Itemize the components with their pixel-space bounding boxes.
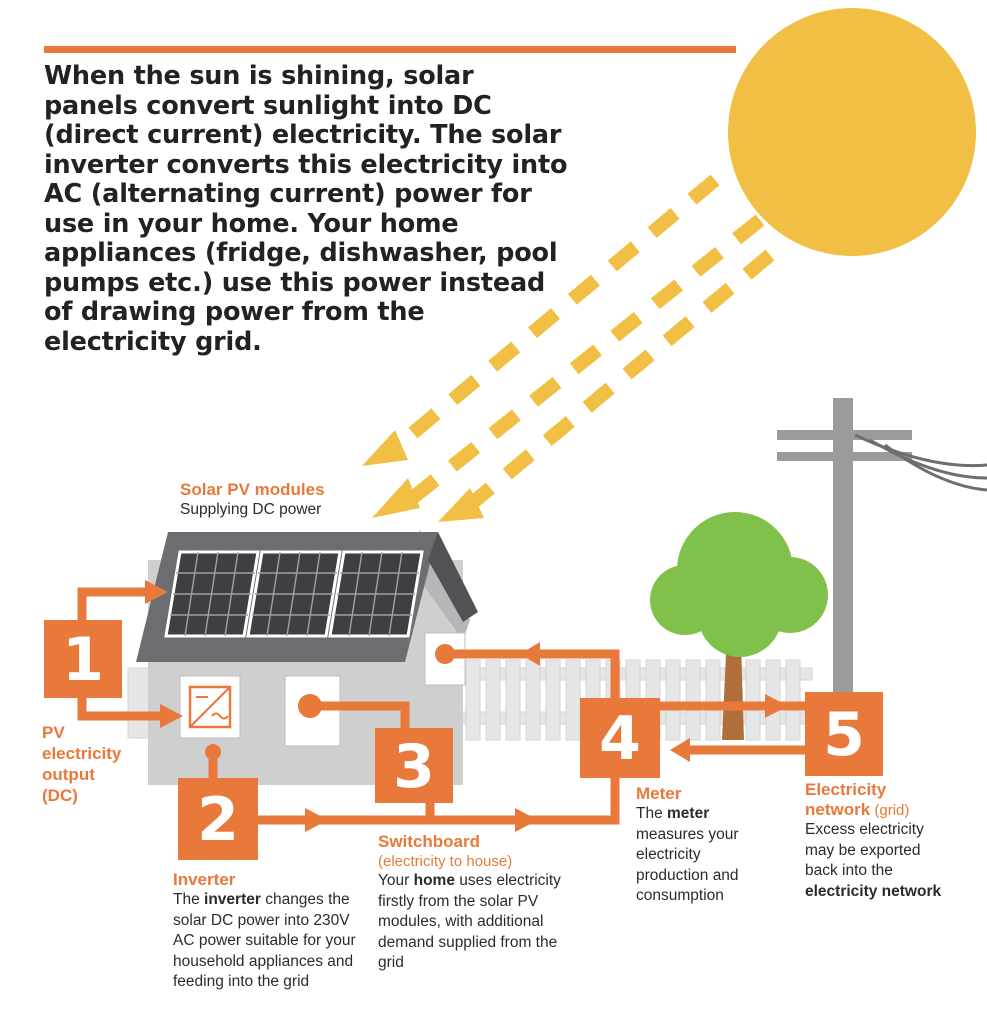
step-2-box: 2 xyxy=(178,778,258,860)
pv-output-line2: electricity xyxy=(42,744,122,763)
meter-title: Meter xyxy=(636,784,682,803)
solar-panel-grid xyxy=(170,551,419,637)
inverter-unit xyxy=(179,675,241,739)
pv-output-line3: output xyxy=(42,765,95,784)
pv-output-label: PV electricity output (DC) xyxy=(42,722,121,806)
inverter-node xyxy=(205,744,221,760)
solar-pv-label: Solar PV modules Supplying DC power xyxy=(180,480,325,521)
step-4-number: 4 xyxy=(599,704,641,774)
sun-icon xyxy=(728,8,976,256)
electricity-flow-lines xyxy=(77,587,820,825)
inverter-body: The inverter changes the solar DC power … xyxy=(173,891,356,990)
tree-icon xyxy=(650,512,828,740)
step-3-box: 3 xyxy=(375,728,453,803)
switchboard-subtitle: (electricity to house) xyxy=(378,853,513,870)
step-1-number: 1 xyxy=(62,625,104,695)
step-2-number: 2 xyxy=(197,785,239,855)
flow-arrowheads xyxy=(145,580,788,832)
pv-output-line1: PV xyxy=(42,723,65,742)
top-divider xyxy=(44,46,736,53)
step-4-box: 4 xyxy=(580,698,660,778)
meter-body: The meter measures your electricity prod… xyxy=(636,805,739,904)
step-3-number: 3 xyxy=(393,732,435,802)
network-title: Electricity network (grid) xyxy=(805,780,910,819)
solar-pv-body: Supplying DC power xyxy=(180,501,322,518)
switchboard-node xyxy=(298,694,322,718)
pv-output-line4: (DC) xyxy=(42,786,78,805)
switchboard-label: Switchboard (electricity to house) Your … xyxy=(378,832,578,974)
solar-pv-title: Solar PV modules xyxy=(180,480,325,499)
sunlight-arrowheads xyxy=(362,430,484,522)
power-pole-icon xyxy=(777,398,987,698)
step-5-number: 5 xyxy=(823,700,865,770)
headline-text: When the sun is shining, solar panels co… xyxy=(44,61,568,357)
inverter-title: Inverter xyxy=(173,870,236,889)
house-outlet-node xyxy=(435,644,455,664)
step-1-box: 1 xyxy=(44,620,122,698)
switchboard-title: Switchboard xyxy=(378,832,481,851)
step-5-box: 5 xyxy=(805,692,883,776)
switchboard-body: Your home uses electricity firstly from … xyxy=(378,872,561,971)
inverter-label: Inverter The inverter changes the solar … xyxy=(173,870,358,993)
meter-label: Meter The meter measures your electricit… xyxy=(636,784,766,907)
sunlight-rays xyxy=(390,174,775,511)
network-body: Excess electricity may be exported back … xyxy=(805,821,942,900)
network-label: Electricity network (grid) Excess electr… xyxy=(805,780,955,902)
